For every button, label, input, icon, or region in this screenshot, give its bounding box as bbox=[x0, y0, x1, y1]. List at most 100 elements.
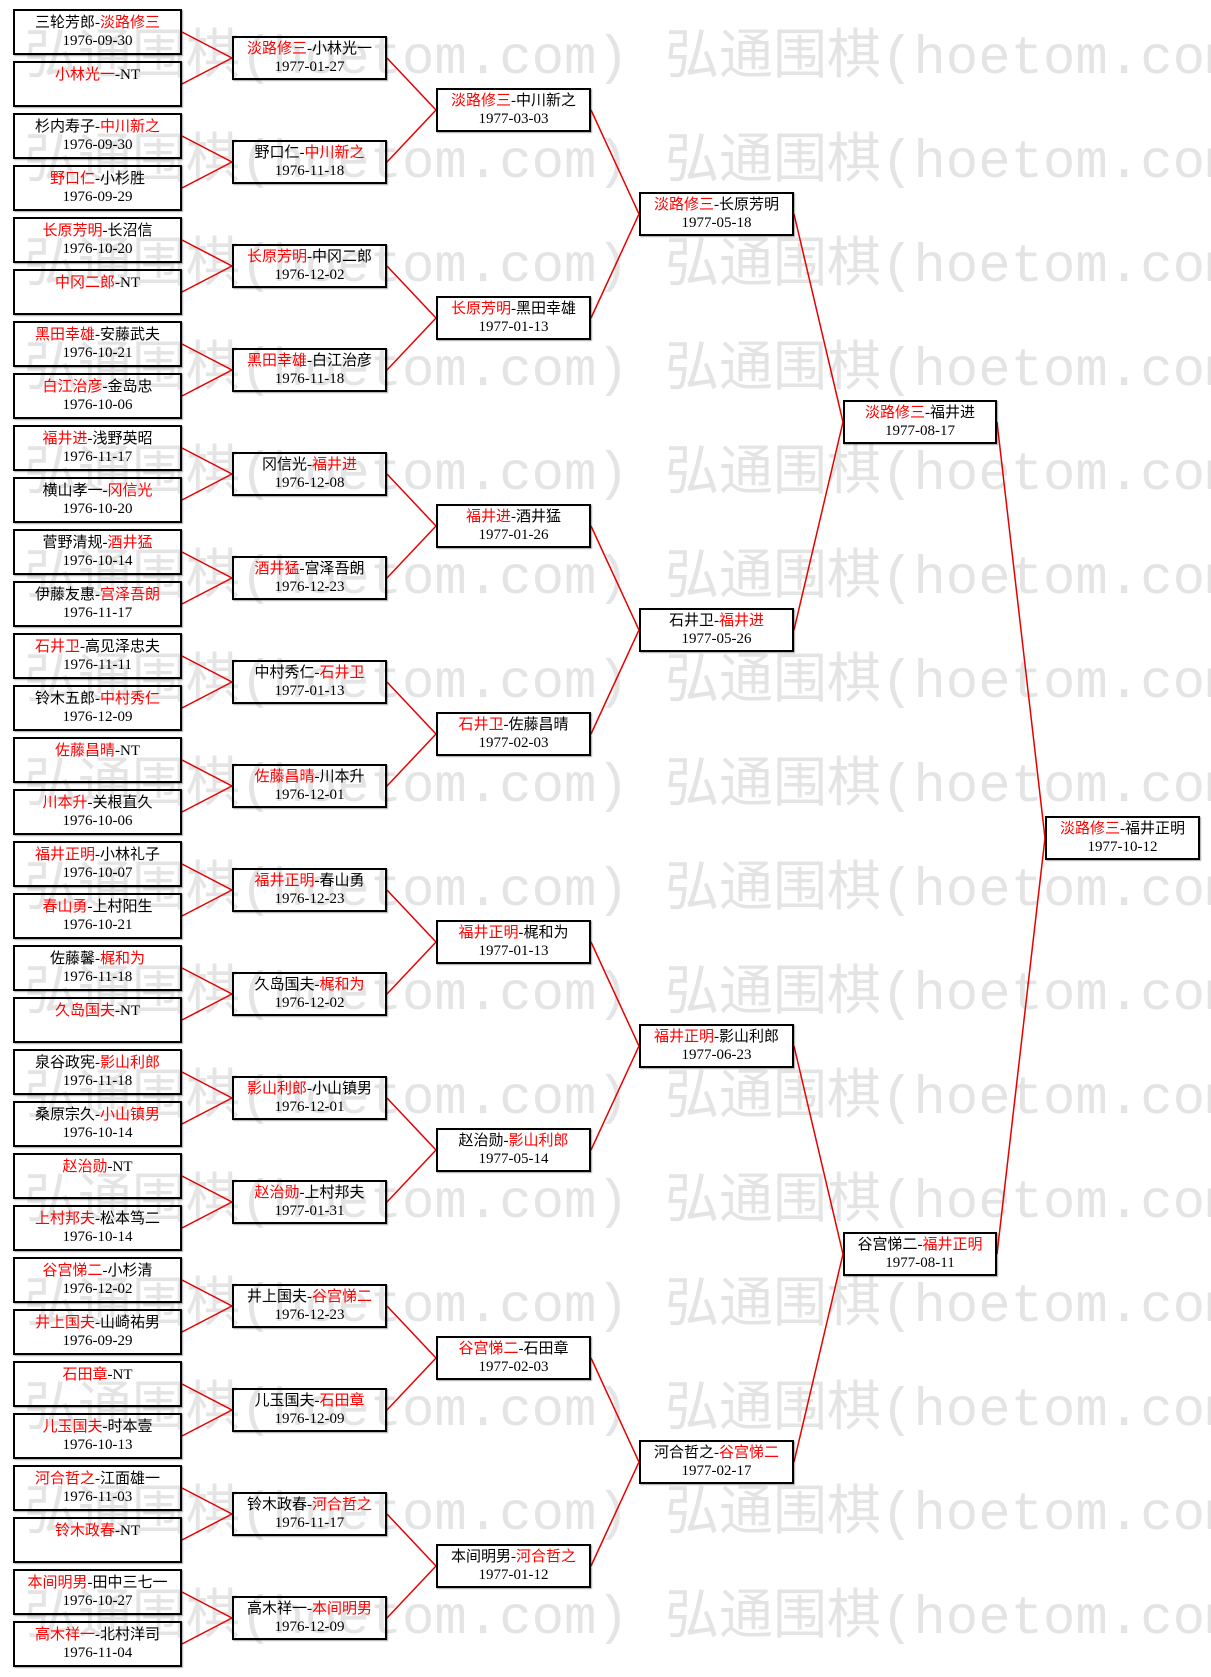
winner-name: 河合哲之 bbox=[34, 1471, 95, 1487]
player-separator: - bbox=[115, 1523, 120, 1539]
watermark-text: 弘通围棋(hoetom.com) bbox=[665, 653, 1211, 714]
connector-line bbox=[181, 265, 233, 293]
match-players: 石井卫-高见泽忠夫 bbox=[35, 638, 160, 656]
match-players: 淡路修三-长原芳明 bbox=[654, 196, 779, 214]
player-separator: - bbox=[95, 951, 100, 967]
player-separator: - bbox=[307, 457, 312, 473]
match-box: 小林光一-NT bbox=[13, 61, 182, 107]
player-separator: - bbox=[518, 925, 524, 941]
player-name: 中川新之 bbox=[516, 93, 577, 109]
match-players: 泉谷政宪-影山利郎 bbox=[35, 1054, 160, 1072]
winner-name: 石井卫 bbox=[458, 717, 504, 733]
match-box: 久岛国夫-NT bbox=[13, 997, 182, 1043]
match-date: 1976-11-11 bbox=[63, 657, 132, 673]
connector-line bbox=[386, 733, 437, 787]
match-date: 1976-10-20 bbox=[62, 241, 133, 257]
watermark-text: 弘通围棋(hoetom.com) bbox=[665, 1589, 1211, 1650]
player-name: 上村邦夫 bbox=[304, 1185, 365, 1201]
winner-name: 长原芳明 bbox=[246, 249, 307, 265]
winner-name: 淡路修三 bbox=[653, 197, 714, 213]
winner-name: 本间明男 bbox=[312, 1601, 373, 1617]
connector-line bbox=[590, 213, 640, 319]
player-name: 上村阳生 bbox=[92, 899, 153, 915]
connector-line bbox=[181, 1487, 233, 1515]
match-players: 长原芳明-中冈二郎 bbox=[247, 248, 372, 266]
watermark-text: 弘通围棋(hoetom.com) bbox=[665, 861, 1211, 922]
player-name: 福井进 bbox=[930, 405, 976, 421]
player-name: 冈信光 bbox=[261, 457, 307, 473]
player-separator: - bbox=[95, 1627, 100, 1643]
connector-line bbox=[386, 265, 437, 319]
player-separator: - bbox=[95, 1315, 100, 1331]
match-players: 春山勇-上村阳生 bbox=[42, 898, 152, 916]
match-date: 1977-08-11 bbox=[885, 1255, 955, 1271]
match-players: 福井正明-影山利郎 bbox=[654, 1028, 779, 1046]
connector-line bbox=[181, 863, 233, 891]
match-box: 石田章-NT bbox=[13, 1361, 182, 1407]
player-separator: - bbox=[102, 1263, 108, 1279]
match-players: 川本升-关根直久 bbox=[42, 794, 152, 812]
match-players: 野口仁-小杉胜 bbox=[50, 170, 145, 188]
winner-name: 黑田幸雄 bbox=[246, 353, 307, 369]
player-name: 本间明男 bbox=[450, 1549, 511, 1565]
player-name: 石田章 bbox=[523, 1341, 569, 1357]
match-players: 高木祥一-北村洋司 bbox=[35, 1626, 160, 1644]
connector-line bbox=[590, 1357, 640, 1463]
match-box: 佐藤昌晴-NT bbox=[13, 737, 182, 783]
match-players: 黑田幸雄-白江治彦 bbox=[247, 352, 372, 370]
player-separator: - bbox=[95, 15, 100, 31]
match-date: 1976-10-21 bbox=[62, 345, 133, 361]
player-separator: - bbox=[307, 249, 312, 265]
player-name: 桑原宗久 bbox=[34, 1107, 95, 1123]
match-date: 1976-11-18 bbox=[274, 371, 345, 387]
player-separator: - bbox=[503, 717, 509, 733]
connector-line bbox=[386, 1149, 437, 1203]
winner-name: 河合哲之 bbox=[516, 1549, 577, 1565]
connector-line bbox=[181, 473, 233, 501]
match-date: 1977-01-27 bbox=[274, 59, 345, 75]
player-name: NT bbox=[120, 1523, 140, 1539]
match-players: 赵治勋-影山利郎 bbox=[458, 1132, 568, 1150]
winner-name: 福井正明 bbox=[458, 925, 519, 941]
match-players: 中村秀仁-石井卫 bbox=[254, 664, 364, 682]
player-name: NT bbox=[120, 67, 140, 83]
winner-name: 小林光一 bbox=[54, 67, 115, 83]
player-name: 铃木五郎 bbox=[34, 691, 95, 707]
match-players: 谷宫悌二-石田章 bbox=[458, 1340, 568, 1358]
player-separator: - bbox=[87, 431, 93, 447]
player-separator: - bbox=[314, 769, 320, 785]
player-name: 宫泽吾朗 bbox=[304, 561, 365, 577]
watermark-text: 弘通围棋(hoetom.com) bbox=[665, 1173, 1211, 1234]
match-players: 三轮芳郎-淡路修三 bbox=[35, 14, 160, 32]
match-players: 黑田幸雄-安藤武夫 bbox=[35, 326, 160, 344]
winner-name: 石井卫 bbox=[319, 665, 365, 681]
connector-line bbox=[181, 759, 233, 787]
connector-line bbox=[181, 655, 233, 683]
match-players: 石田章-NT bbox=[62, 1366, 132, 1384]
match-date: 1976-11-18 bbox=[62, 1073, 133, 1089]
connector-line bbox=[386, 681, 437, 735]
match-date: 1977-06-23 bbox=[681, 1047, 752, 1063]
player-separator: - bbox=[87, 899, 93, 915]
player-separator: - bbox=[314, 665, 320, 681]
player-separator: - bbox=[307, 1289, 312, 1305]
connector-line bbox=[590, 109, 640, 215]
player-name: 石井卫 bbox=[668, 613, 714, 629]
match-players: 井上国夫-山崎祐男 bbox=[35, 1314, 160, 1332]
player-separator: - bbox=[95, 1471, 100, 1487]
player-separator: - bbox=[307, 353, 312, 369]
player-separator: - bbox=[102, 535, 108, 551]
match-players: 上村邦夫-松本笃二 bbox=[35, 1210, 160, 1228]
